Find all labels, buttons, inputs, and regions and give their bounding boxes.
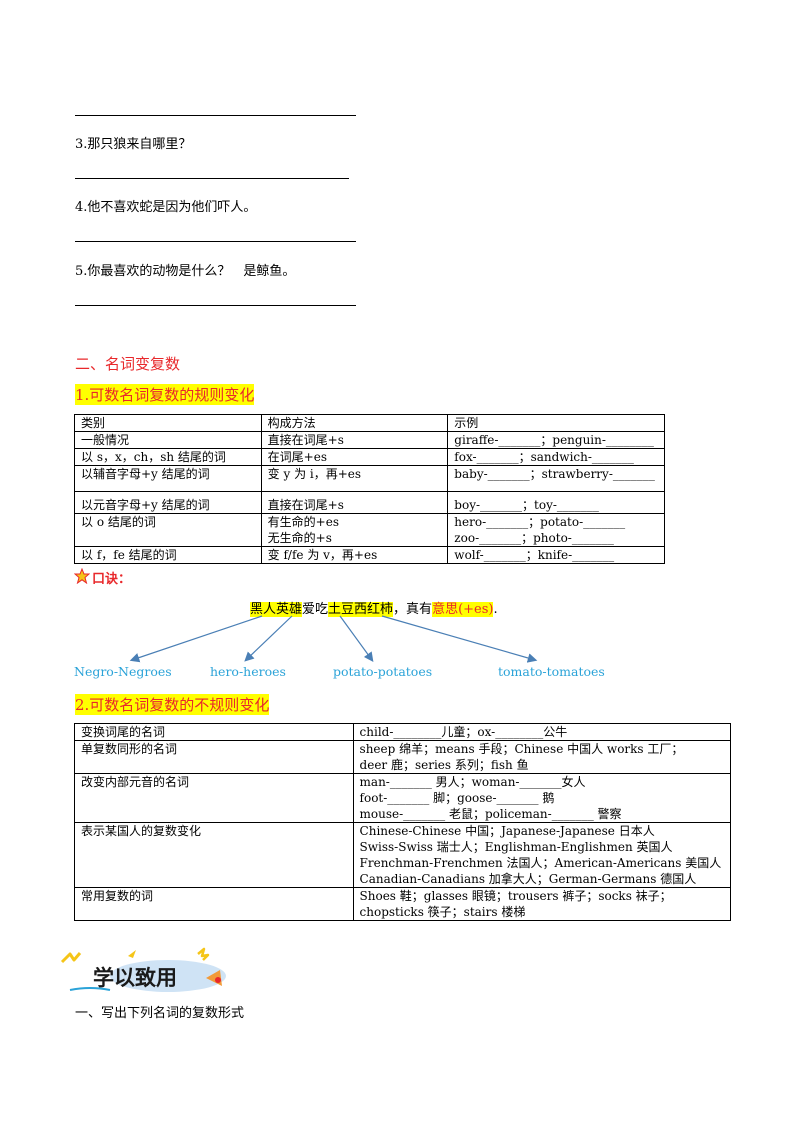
mnemonic-arrows bbox=[129, 615, 538, 663]
category-cell: 表示某国人的复数变化 bbox=[74, 822, 354, 888]
table-cell: hero-_______；potato-_______ zoo-_______；… bbox=[447, 513, 665, 547]
mnemonic-sentence: 黑人英雄爱吃土豆西红柿，真有意思(+es). bbox=[250, 598, 498, 617]
table-row: 常用复数的词 Shoes 鞋；glasses 眼镜；trousers 裤子；so… bbox=[74, 887, 732, 921]
table-cell: sheep 绵羊；means 手段；Chinese 中国人 works 工厂； … bbox=[352, 740, 732, 774]
practice-badge-title: 学以致用 bbox=[93, 966, 177, 990]
practice-instruction: 一、写出下列名词的复数形式 bbox=[75, 1006, 245, 1021]
table-row: 单复数同形的名词 sheep 绵羊；means 手段；Chinese 中国人 w… bbox=[74, 740, 732, 774]
mnemonic-part: 爱吃 bbox=[302, 602, 329, 617]
cell-line: sheep 绵羊；means 手段；Chinese 中国人 works 工厂； bbox=[359, 742, 684, 756]
table-cell: fox-_______；sandwich-_______ bbox=[447, 448, 665, 466]
table-row: 以 s，x，ch，sh 结尾的词 在词尾+es fox-_______；sand… bbox=[74, 448, 665, 466]
category-cell: 单复数同形的名词 bbox=[74, 740, 354, 774]
table-row: 以元音字母+y 结尾的词 直接在词尾+s boy-_______；toy-___… bbox=[74, 491, 665, 514]
mnemonic-word: hero-heroes bbox=[210, 664, 286, 679]
cell-line: 无生命的+s bbox=[267, 531, 332, 545]
star-icon bbox=[73, 567, 91, 585]
table-row: 以辅音字母+y 结尾的词 变 y 为 i，再+es baby-_______；s… bbox=[74, 465, 665, 492]
question-4: 4.他不喜欢蛇是因为他们吓人。 bbox=[75, 200, 257, 215]
subsection-title-regular: 1.可数名词复数的规则变化 bbox=[75, 384, 255, 405]
category-cell: 常用复数的词 bbox=[74, 887, 354, 921]
section-title: 二、名词变复数 bbox=[75, 355, 181, 373]
answer-line bbox=[75, 241, 356, 242]
mnemonic-part-highlight: 意思(+es) bbox=[432, 602, 494, 617]
table-cell: baby-_______；strawberry-_______ bbox=[447, 465, 665, 492]
cell-line: man-_______ 男人；woman-_______女人 bbox=[359, 775, 586, 789]
cell-line: child-________儿童；ox-________公牛 bbox=[359, 725, 568, 739]
table-cell: man-_______ 男人；woman-_______女人 foot-____… bbox=[352, 773, 732, 823]
cell-line: Chinese-Chinese 中国；Japanese-Japanese 日本人 bbox=[359, 824, 655, 838]
cell-line: 有生命的+es bbox=[267, 515, 339, 529]
table-cell: 以 f，fe 结尾的词 bbox=[74, 546, 262, 564]
cell-line: hero-_______；potato-_______ bbox=[454, 515, 626, 529]
arrow-negro bbox=[129, 615, 263, 663]
mnemonic-word: Negro-Negroes bbox=[74, 664, 172, 679]
cell-line: deer 鹿；series 系列；fish 鱼 bbox=[359, 758, 529, 772]
cell-line: zoo-_______；photo-_______ bbox=[454, 531, 614, 545]
table-row: 以 o 结尾的词 有生命的+es 无生命的+s hero-_______；pot… bbox=[74, 513, 665, 547]
table-cell: 变 y 为 i，再+es bbox=[260, 465, 449, 492]
table-cell: 以辅音字母+y 结尾的词 bbox=[74, 465, 262, 492]
cell-line: Swiss-Swiss 瑞士人；Englishman-Englishmen 英国… bbox=[359, 840, 673, 854]
arrow-tomato bbox=[381, 615, 538, 663]
table-cell: giraffe-_______；penguin-________ bbox=[447, 431, 665, 449]
mnemonic-part-highlight: 黑人英雄 bbox=[250, 602, 303, 617]
cell-line: foot-_______ 脚；goose-_______ 鹅 bbox=[359, 791, 555, 805]
cell-line: 以 o 结尾的词 bbox=[81, 515, 156, 529]
mnemonic-word: tomato-tomatoes bbox=[498, 664, 605, 679]
mnemonic-word: potato-potatoes bbox=[333, 664, 433, 679]
table-cell: 有生命的+es 无生命的+s bbox=[260, 513, 449, 547]
table-cell: wolf-_______；knife-_______ bbox=[447, 546, 665, 564]
table-row: 表示某国人的复数变化 Chinese-Chinese 中国；Japanese-J… bbox=[74, 822, 732, 888]
cell-line: Shoes 鞋；glasses 眼镜；trousers 裤子；socks 袜子； bbox=[359, 889, 672, 903]
badge-decoration-icon bbox=[60, 947, 226, 992]
table-row: 变换词尾的名词 child-________儿童；ox-________公牛 bbox=[74, 723, 732, 741]
answer-line bbox=[75, 178, 349, 179]
question-5: 5.你最喜欢的动物是什么？ 是鲸鱼。 bbox=[75, 264, 296, 279]
cell-line: chopsticks 筷子；stairs 楼梯 bbox=[359, 905, 526, 919]
table-row: 以 f，fe 结尾的词 变 f/fe 为 v，再+es wolf-_______… bbox=[74, 546, 665, 564]
table-row: 改变内部元音的名词 man-_______ 男人；woman-_______女人… bbox=[74, 773, 732, 823]
answer-line bbox=[75, 115, 356, 116]
table-cell: 直接在词尾+s bbox=[260, 491, 449, 514]
table-cell: Shoes 鞋；glasses 眼镜；trousers 裤子；socks 袜子；… bbox=[352, 887, 732, 921]
irregular-plural-table: 变换词尾的名词 child-________儿童；ox-________公牛 单… bbox=[74, 723, 732, 921]
table-cell: 一般情况 bbox=[74, 431, 262, 449]
arrow-hero bbox=[244, 615, 293, 662]
category-cell: 变换词尾的名词 bbox=[74, 723, 354, 741]
table-cell: Chinese-Chinese 中国；Japanese-Japanese 日本人… bbox=[352, 822, 732, 888]
mnemonic-part-highlight: 土豆西红柿 bbox=[328, 602, 394, 617]
category-cell: 改变内部元音的名词 bbox=[74, 773, 354, 823]
cell-line: Canadian-Canadians 加拿大人；German-Germans 德… bbox=[359, 872, 697, 886]
answer-line bbox=[75, 305, 356, 306]
table-cell: child-________儿童；ox-________公牛 bbox=[352, 723, 732, 741]
table-row: 一般情况 直接在词尾+s giraffe-_______；penguin-___… bbox=[74, 431, 665, 449]
table-cell: 以 s，x，ch，sh 结尾的词 bbox=[74, 448, 262, 466]
subsection-title-irregular: 2.可数名词复数的不规则变化 bbox=[75, 694, 270, 715]
cell-line: Frenchman-Frenchmen 法国人；American-America… bbox=[359, 856, 722, 870]
mnemonic-part: ，真有 bbox=[393, 602, 433, 617]
table-cell: 变 f/fe 为 v，再+es bbox=[260, 546, 449, 564]
regular-plural-table: 类别 构成方法 示例 一般情况 直接在词尾+s giraffe-_______；… bbox=[74, 414, 665, 564]
header-cell: 构成方法 bbox=[260, 414, 449, 432]
arrow-potato bbox=[339, 615, 374, 662]
mnemonic-part: . bbox=[493, 602, 498, 617]
table-cell: 以 o 结尾的词 bbox=[74, 513, 262, 547]
cell-line: mouse-_______ 老鼠；policeman-_______ 警察 bbox=[359, 807, 622, 821]
question-3: 3.那只狼来自哪里？ bbox=[75, 137, 192, 152]
mnemonic-label: 口诀： bbox=[92, 572, 132, 587]
